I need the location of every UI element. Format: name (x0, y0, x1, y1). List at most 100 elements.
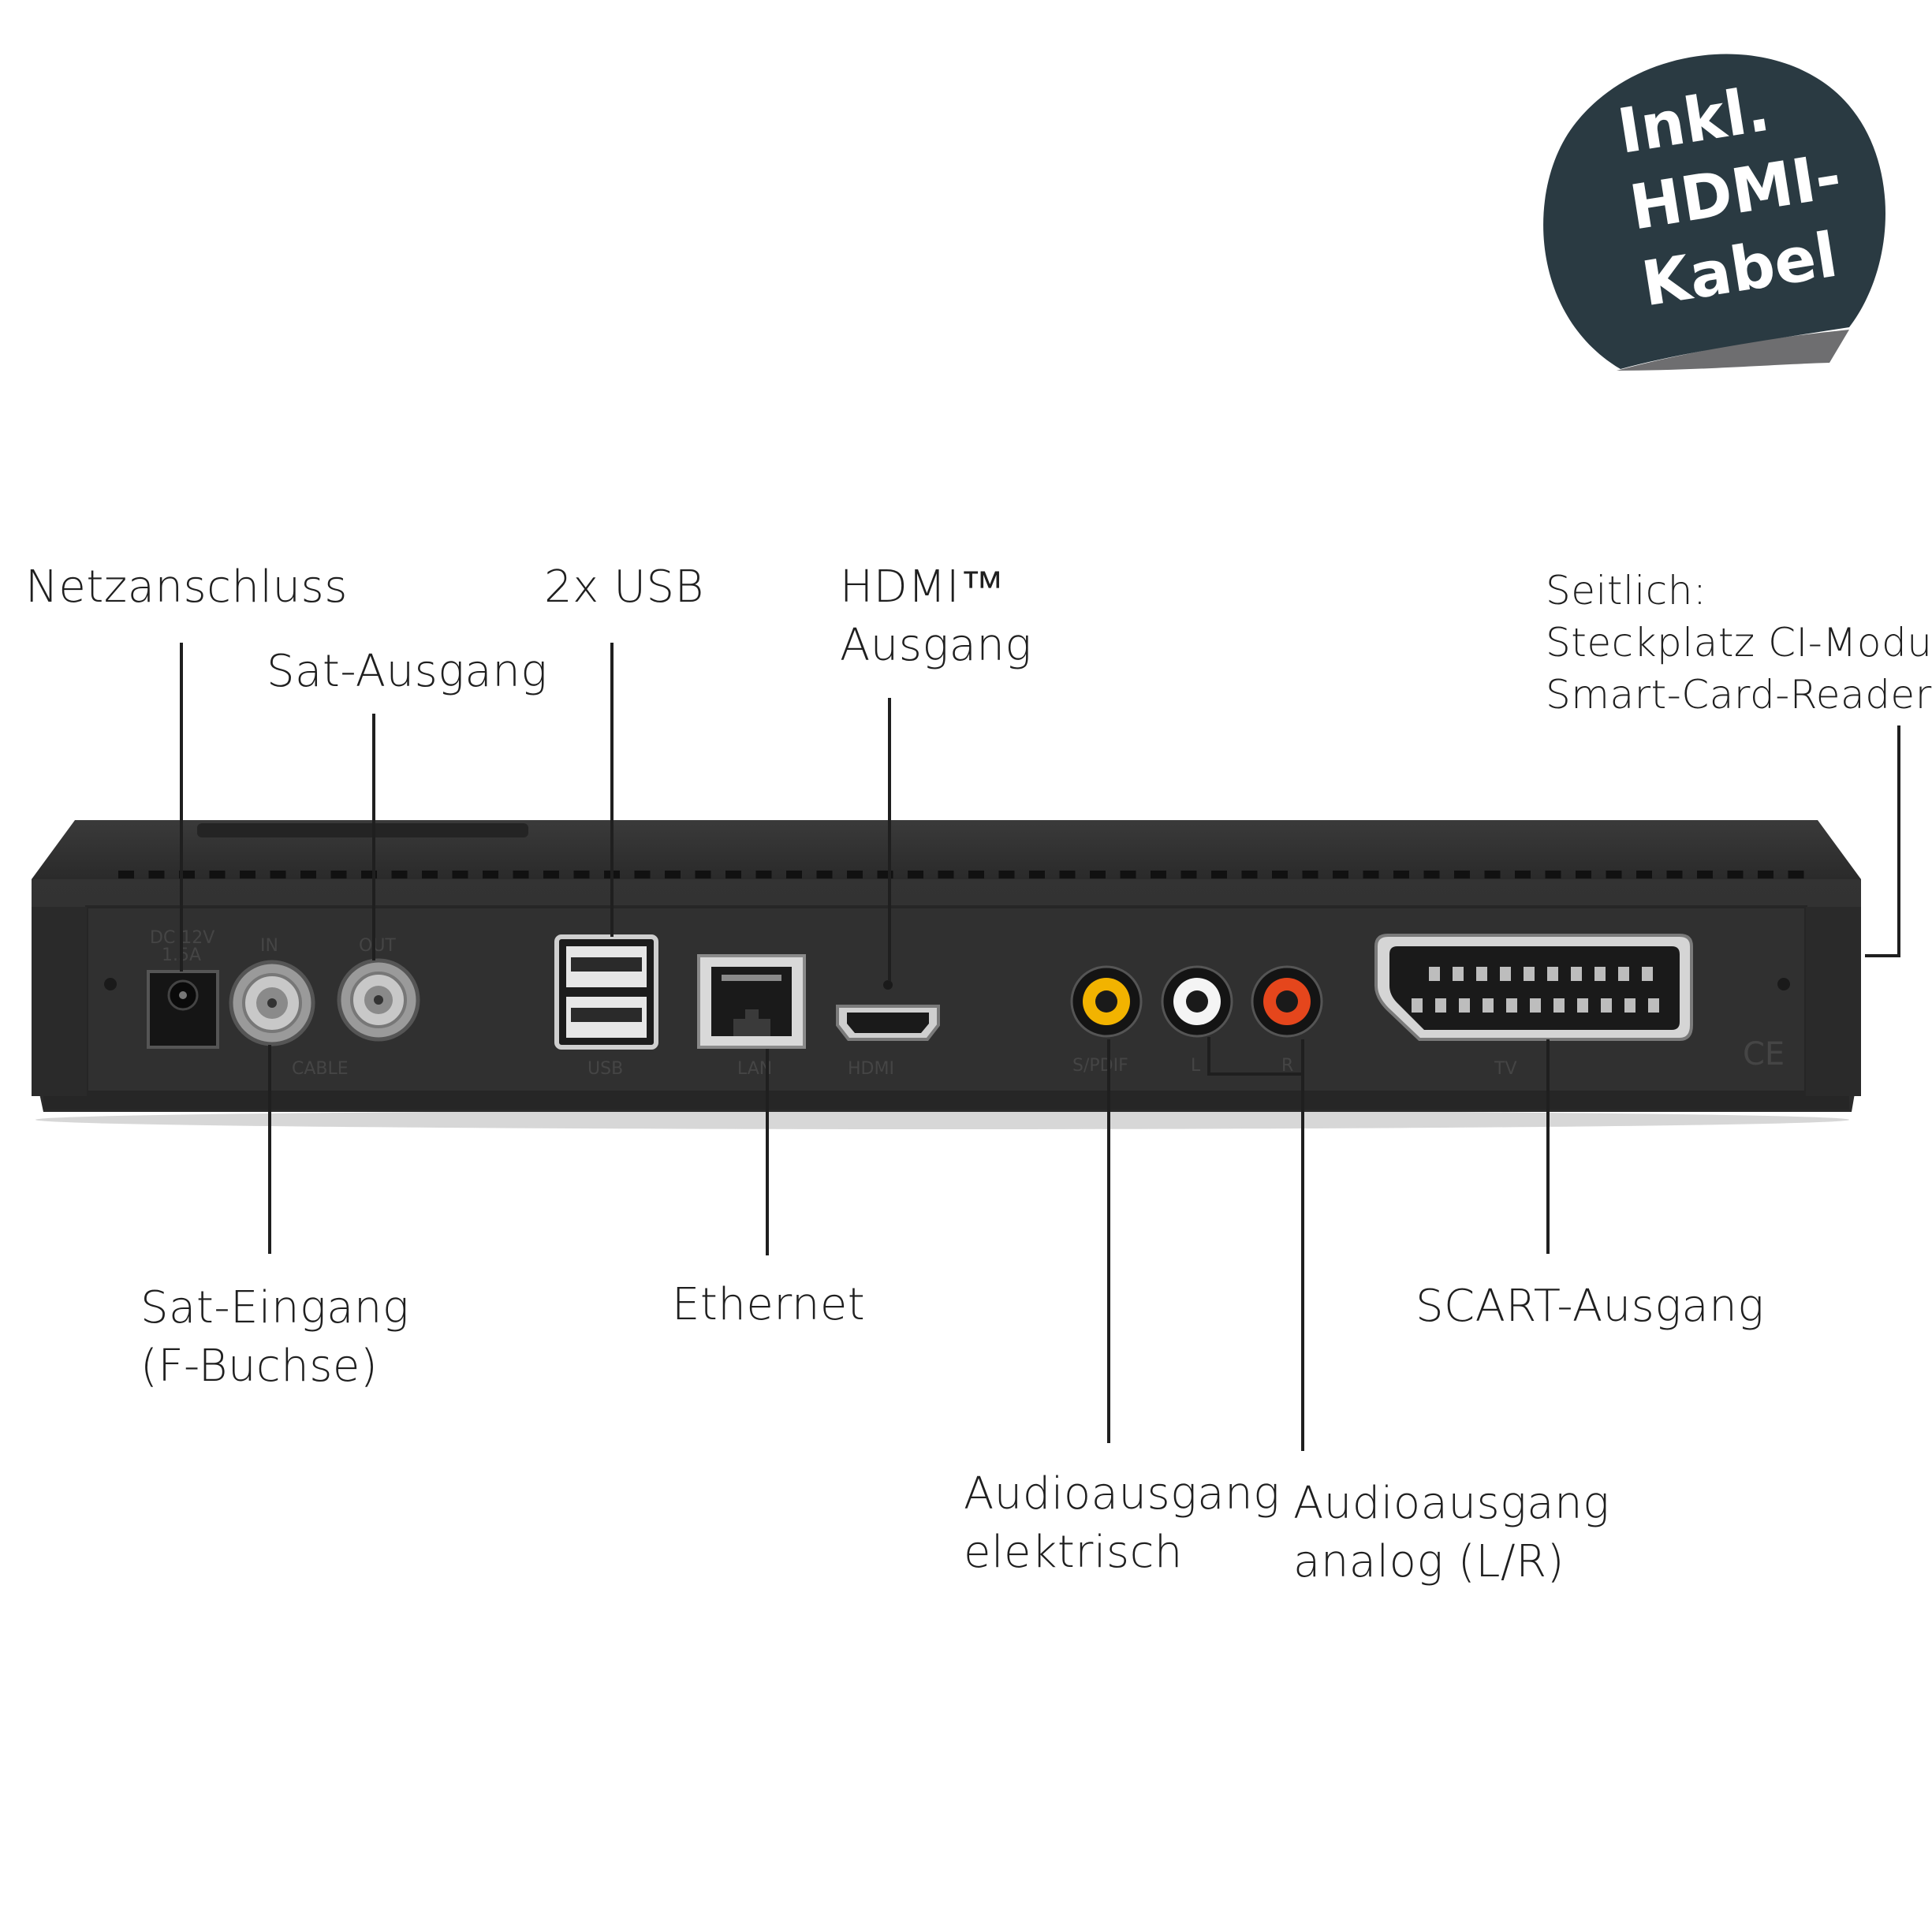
vent-slot (452, 871, 468, 878)
vent-slot (483, 871, 498, 878)
label-audio-analog: Audioausgang analog (L/R) (1293, 1478, 1610, 1587)
vent-slot (1727, 871, 1744, 878)
label-usb: 2x USB (544, 561, 704, 613)
vent-slot (240, 871, 255, 878)
badge-circle (1543, 54, 1886, 370)
scart-pin (1459, 998, 1470, 1013)
vent-slot (1363, 871, 1379, 878)
vent-slot (1636, 871, 1652, 878)
scart-pin (1594, 967, 1606, 981)
vent-slot (1059, 871, 1076, 878)
rca-yellow (1070, 965, 1143, 1038)
label-sat-in: Sat-Eingang (F-Buchse) (140, 1282, 409, 1392)
vent-slot (1454, 871, 1470, 878)
lan-port (697, 954, 806, 1049)
leader-audio-an (1207, 1037, 1304, 1451)
vent-slot (665, 871, 681, 878)
vent-slot (1151, 871, 1166, 878)
scart-pin (1453, 967, 1464, 981)
label-side: Seitlich: Steckplatz CI-Modul Smart-Card… (1546, 568, 1932, 718)
print-in: IN (260, 936, 278, 956)
vent-slot (968, 871, 984, 878)
vent-slot (1758, 871, 1773, 878)
scart-pin (1624, 998, 1635, 1013)
vent-slot (1423, 871, 1440, 878)
vent-slot (1120, 871, 1136, 878)
scart-pin (1547, 967, 1558, 981)
print-r: R (1281, 1056, 1293, 1076)
vent-slot (1333, 871, 1348, 878)
vent-slot (1697, 871, 1713, 878)
print-spdif: S/PDIF (1072, 1056, 1128, 1076)
vent-slot (573, 871, 590, 878)
label-audio-electrical: Audioausgang elektrisch (964, 1468, 1281, 1578)
vent-slot (513, 871, 529, 878)
label-ethernet: Ethernet (672, 1279, 866, 1330)
scart-pin (1412, 998, 1423, 1013)
leader-side (1865, 725, 1900, 957)
vent-slot (1090, 871, 1106, 878)
scart-port (1374, 934, 1693, 1041)
vent-slot (209, 871, 226, 878)
label-hdmi: HDMI™ Ausgang (840, 561, 1032, 671)
vent-slot (1666, 871, 1683, 878)
f-connector-out (337, 958, 420, 1042)
vent-slot (179, 871, 195, 878)
device-right-cap (1806, 907, 1861, 1096)
label-power: Netzanschluss (25, 561, 348, 613)
vent-slot (755, 871, 772, 878)
vent-slot (361, 871, 377, 878)
vent-slot (847, 871, 863, 878)
label-sat-out: Sat-Ausgang (267, 646, 548, 697)
label-scart: SCART-Ausgang (1415, 1281, 1765, 1332)
vent-slot (391, 871, 408, 878)
vent-slot (118, 871, 134, 878)
scart-pin (1571, 967, 1582, 981)
scart-pin (1601, 998, 1612, 1013)
vent-slot (816, 871, 833, 878)
vent-slot (877, 871, 893, 878)
device-shadow (35, 1110, 1849, 1129)
vent-slot (543, 871, 559, 878)
scart-pin (1435, 998, 1446, 1013)
vent-slot (1211, 871, 1227, 878)
scart-pin (1429, 967, 1440, 981)
print-out: OUT (359, 936, 396, 956)
print-l: L (1191, 1056, 1201, 1076)
vent-slot (1272, 871, 1288, 878)
vent-slot (1180, 871, 1197, 878)
hdmi-port (836, 980, 940, 1041)
rca-white (1161, 965, 1233, 1038)
vent-slot (998, 871, 1015, 878)
scart-pin (1577, 998, 1588, 1013)
vent-slot (148, 871, 165, 878)
f-connector-in (229, 960, 315, 1046)
rca-red (1251, 965, 1323, 1038)
scart-pin (1648, 998, 1659, 1013)
print-tv: TV (1494, 1059, 1517, 1079)
dc-power-jack (147, 970, 219, 1049)
scart-pin (1642, 967, 1653, 981)
scart-pin (1476, 967, 1487, 981)
scart-pin (1618, 967, 1629, 981)
device-left-cap (32, 907, 87, 1096)
vent-slot (1576, 871, 1591, 878)
vent-slot (300, 871, 316, 878)
print-usb: USB (587, 1059, 623, 1079)
scart-pins (1412, 967, 1659, 1013)
badge-curl (1617, 330, 1849, 371)
vent-slot (908, 871, 923, 878)
scart-pin (1500, 967, 1511, 981)
vent-slot (725, 871, 741, 878)
vent-slot (422, 871, 438, 878)
scart-pin (1553, 998, 1565, 1013)
scart-pin (1524, 967, 1535, 981)
screw-left (104, 978, 117, 990)
screw-right (1777, 978, 1790, 990)
usb-ports (554, 934, 658, 1050)
device-bottom-edge (43, 1092, 1849, 1110)
vent-slot (1545, 871, 1561, 878)
print-cable: CABLE (292, 1059, 349, 1079)
print-ce: CE (1743, 1036, 1785, 1072)
